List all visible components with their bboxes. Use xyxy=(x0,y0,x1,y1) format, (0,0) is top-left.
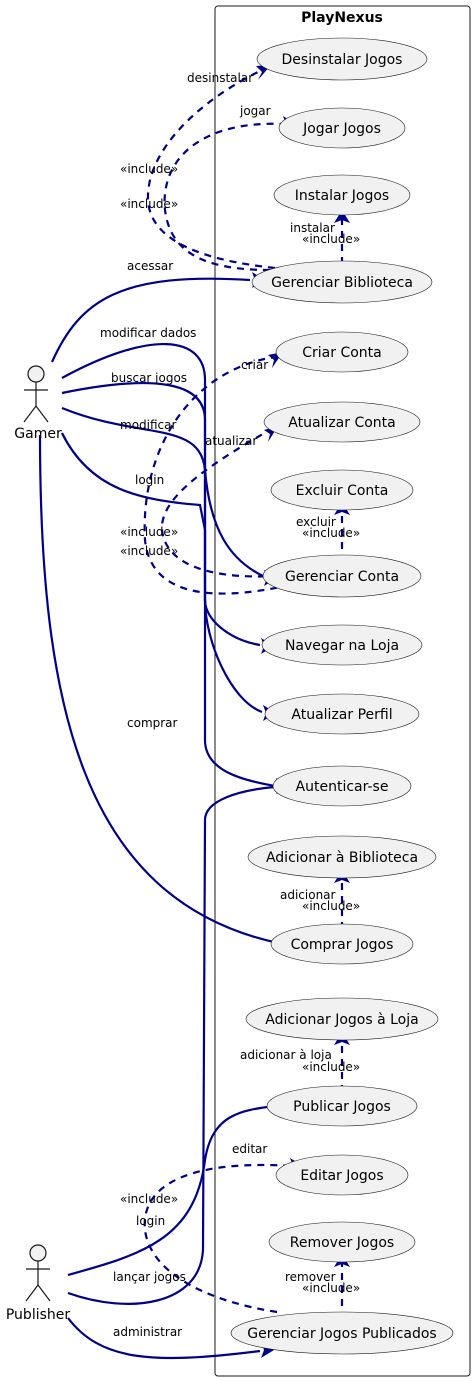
svg-text:Excluir Conta: Excluir Conta xyxy=(296,483,389,499)
label-include-conta-2: «include» xyxy=(120,544,178,558)
svg-text:Adicionar Jogos à Loja: Adicionar Jogos à Loja xyxy=(265,1012,418,1028)
svg-text:Comprar Jogos: Comprar Jogos xyxy=(291,937,394,953)
label-buscar-jogos: buscar jogos xyxy=(111,371,187,385)
svg-text:Navegar na Loja: Navegar na Loja xyxy=(285,638,399,654)
use-case-adicionar-jogos-loja[interactable]: Adicionar Jogos à Loja xyxy=(245,997,439,1041)
label-include-conta-1: «include» xyxy=(120,525,178,539)
actor-gamer-name: Gamer xyxy=(14,426,62,442)
label-modificar-dados: modificar dados xyxy=(100,326,196,340)
svg-text:Jogar Jogos: Jogar Jogos xyxy=(302,121,381,137)
actor-publisher-name: Publisher xyxy=(6,1307,71,1323)
svg-text:Adicionar à Biblioteca: Adicionar à Biblioteca xyxy=(266,850,418,866)
use-case-gerenciar-publicados[interactable]: Gerenciar Jogos Publicados xyxy=(230,1311,454,1355)
label-login-publisher: login xyxy=(136,1214,165,1228)
label-desinstalar: desinstalar xyxy=(187,71,253,85)
label-include-adicionar: «include» xyxy=(302,899,360,913)
include-atualizar xyxy=(160,430,279,578)
use-case-adicionar-biblioteca[interactable]: Adicionar à Biblioteca xyxy=(247,835,437,879)
label-login-gamer: login xyxy=(135,473,164,487)
label-lancar-jogos: lançar jogos xyxy=(113,1270,186,1284)
label-jogar: jogar xyxy=(239,104,271,118)
use-case-atualizar-perfil[interactable]: Atualizar Perfil xyxy=(264,693,420,735)
use-case-editar-jogos[interactable]: Editar Jogos xyxy=(275,1154,409,1196)
assoc-lancar-jogos xyxy=(67,1104,277,1277)
relation-labels: acessar modificar dados buscar jogos mod… xyxy=(100,71,360,1339)
label-include-adicionar-loja: «include» xyxy=(302,1060,360,1074)
system-title: PlayNexus xyxy=(301,10,383,26)
svg-text:Editar Jogos: Editar Jogos xyxy=(300,1168,383,1184)
svg-text:Autenticar-se: Autenticar-se xyxy=(296,779,389,795)
system-boundary xyxy=(214,5,471,1377)
svg-text:Instalar Jogos: Instalar Jogos xyxy=(295,188,389,204)
svg-text:Atualizar Conta: Atualizar Conta xyxy=(288,415,395,431)
assoc-login xyxy=(61,432,276,788)
use-case-remover-jogos[interactable]: Remover Jogos xyxy=(268,1221,416,1263)
assoc-acessar xyxy=(50,277,251,363)
label-adicionar: adicionar xyxy=(280,888,336,902)
label-include-bib-1: «include» xyxy=(120,162,178,176)
svg-text:Gerenciar Conta: Gerenciar Conta xyxy=(285,569,399,585)
label-include-editar: «include» xyxy=(120,1192,178,1206)
actor-publisher[interactable]: Publisher xyxy=(6,1244,71,1323)
use-case-autenticar[interactable]: Autenticar-se xyxy=(272,765,412,807)
label-criar: criar xyxy=(241,358,268,372)
include-desinstalar xyxy=(146,69,276,270)
assoc-comprar xyxy=(38,434,279,945)
svg-text:Gerenciar Biblioteca: Gerenciar Biblioteca xyxy=(271,275,413,291)
label-include-instalar: «include» xyxy=(302,232,360,246)
label-include-excluir: «include» xyxy=(302,526,360,540)
assoc-administrar xyxy=(67,1317,261,1360)
svg-text:Criar Conta: Criar Conta xyxy=(302,345,382,361)
svg-text:Desinstalar Jogos: Desinstalar Jogos xyxy=(282,52,403,68)
label-include-bib-2: «include» xyxy=(120,197,178,211)
use-case-gerenciar-conta[interactable]: Gerenciar Conta xyxy=(262,554,422,598)
assoc-buscar-jogos xyxy=(61,381,261,647)
assoc-modificar xyxy=(61,406,264,577)
use-case-publicar-jogos[interactable]: Publicar Jogos xyxy=(266,1085,418,1127)
label-modificar: modificar xyxy=(120,418,176,432)
svg-text:Remover Jogos: Remover Jogos xyxy=(290,1235,394,1251)
include-jogar xyxy=(163,122,286,272)
label-administrar: administrar xyxy=(113,1325,182,1339)
use-case-desinstalar-jogos[interactable]: Desinstalar Jogos xyxy=(256,37,428,81)
svg-text:Gerenciar Jogos Publicados: Gerenciar Jogos Publicados xyxy=(247,1326,436,1342)
use-case-criar-conta[interactable]: Criar Conta xyxy=(275,331,409,373)
label-include-remover: «include» xyxy=(302,1281,360,1295)
actor-gamer[interactable]: Gamer xyxy=(14,365,62,442)
use-case-gerenciar-biblioteca[interactable]: Gerenciar Biblioteca xyxy=(251,260,433,304)
use-case-navegar-loja[interactable]: Navegar na Loja xyxy=(261,624,423,666)
label-remover: remover xyxy=(285,1270,336,1284)
use-case-excluir-conta[interactable]: Excluir Conta xyxy=(270,469,414,511)
label-adicionar-a-loja: adicionar à loja xyxy=(240,1048,332,1062)
label-acessar: acessar xyxy=(127,259,173,273)
assoc-login-publisher xyxy=(67,785,276,1305)
include-criar xyxy=(143,355,291,595)
include-editar xyxy=(143,1163,293,1314)
use-case-atualizar-conta[interactable]: Atualizar Conta xyxy=(263,401,421,443)
label-instalar: instalar xyxy=(290,221,335,235)
label-comprar: comprar xyxy=(127,716,178,730)
label-excluir: excluir xyxy=(296,515,336,529)
label-editar: editar xyxy=(232,1142,267,1156)
use-case-jogar-jogos[interactable]: Jogar Jogos xyxy=(278,107,406,149)
assoc-modificar-dados xyxy=(61,343,263,714)
use-case-comprar-jogos[interactable]: Comprar Jogos xyxy=(270,923,414,965)
svg-text:Atualizar Perfil: Atualizar Perfil xyxy=(291,707,392,723)
use-case-instalar-jogos[interactable]: Instalar Jogos xyxy=(273,174,411,216)
svg-text:Publicar Jogos: Publicar Jogos xyxy=(293,1099,391,1115)
label-atualizar: atualizar xyxy=(205,434,257,448)
